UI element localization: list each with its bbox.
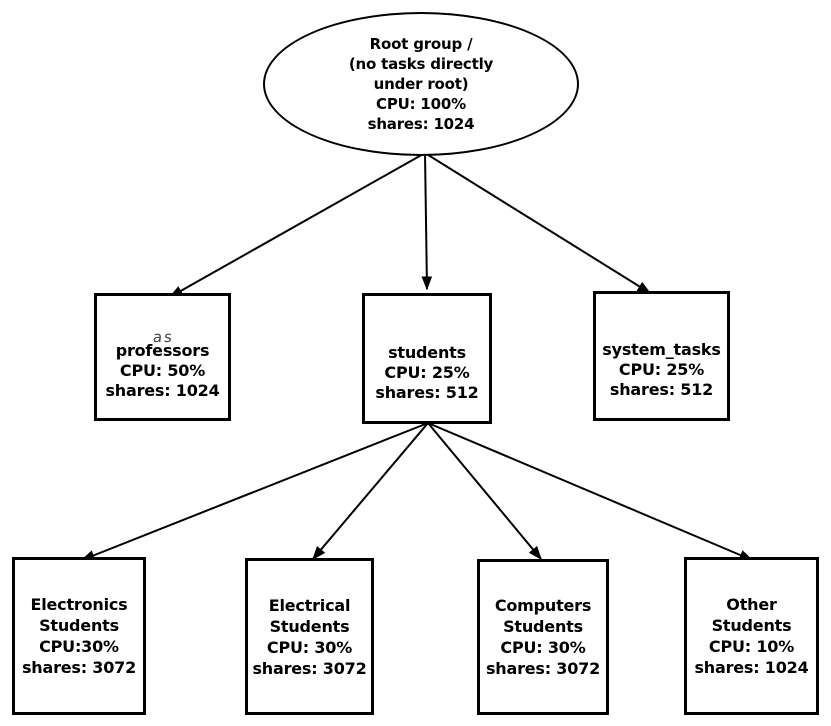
node-label: Students (269, 616, 350, 636)
node-electrical-students: Electrical Students CPU: 30% shares: 307… (245, 558, 374, 715)
node-cpu-value: CPU: 30% (266, 637, 353, 657)
node-students: students CPU: 25% shares: 512 (362, 293, 492, 424)
node-label: students (388, 342, 466, 362)
node-other-students: Other Students CPU: 10% shares: 1024 (684, 557, 819, 715)
node-label: Students (503, 617, 583, 636)
edge-students-electronics (80, 422, 429, 561)
node-label: Electronics (30, 595, 128, 614)
node-cpu-value: CPU: 50% (119, 361, 206, 380)
node-shares-value: shares: 1024 (694, 658, 809, 677)
node-cpu-value: CPU: 10% (708, 637, 795, 656)
node-label: Students (39, 616, 119, 635)
node-cpu-value: CPU: 100% (376, 95, 466, 113)
node-label: (no tasks directly (348, 55, 494, 73)
node-label: under root) (373, 75, 469, 93)
node-shares-value: shares: 1024 (367, 115, 475, 133)
edge-students-electrical (312, 422, 429, 561)
node-shares-value: shares: 512 (375, 382, 479, 402)
node-shares-value: shares: 3072 (21, 658, 137, 677)
node-label: Other (726, 595, 777, 614)
node-professors: professors CPU: 50% shares: 1024 as (94, 293, 231, 421)
node-label: Electrical (268, 595, 351, 615)
edge-students-computers (427, 422, 542, 561)
node-shares-value: shares: 1024 (105, 381, 220, 400)
node-root-group: Root group / (no tasks directly under ro… (263, 12, 579, 156)
node-label: professors (115, 341, 210, 360)
node-electronics-students: Electronics Students CPU:30% shares: 307… (12, 557, 146, 715)
node-computers-students: Computers Students CPU: 30% shares: 3072 (477, 559, 609, 715)
node-label: Computers (494, 596, 592, 615)
node-shares-value: shares: 512 (609, 380, 714, 399)
node-shares-value: shares: 3072 (252, 658, 367, 678)
node-system-tasks: system_tasks CPU: 25% shares: 512 (593, 291, 730, 421)
edge-root-students (421, 152, 433, 291)
node-label: system_tasks (602, 340, 721, 359)
node-label: Students (711, 616, 792, 635)
edge-root-professors (168, 152, 426, 298)
node-cpu-value: CPU: 25% (618, 360, 705, 379)
edge-root-system-tasks (424, 152, 652, 294)
node-cpu-value: CPU: 30% (500, 638, 586, 657)
node-shares-value: shares: 3072 (485, 659, 601, 678)
edge-students-other (427, 422, 754, 561)
node-cpu-value: CPU: 25% (384, 362, 470, 382)
node-label: Root group / (369, 35, 473, 53)
node-cpu-value: CPU:30% (39, 637, 119, 656)
text-overlap-artifact: as (152, 328, 175, 346)
